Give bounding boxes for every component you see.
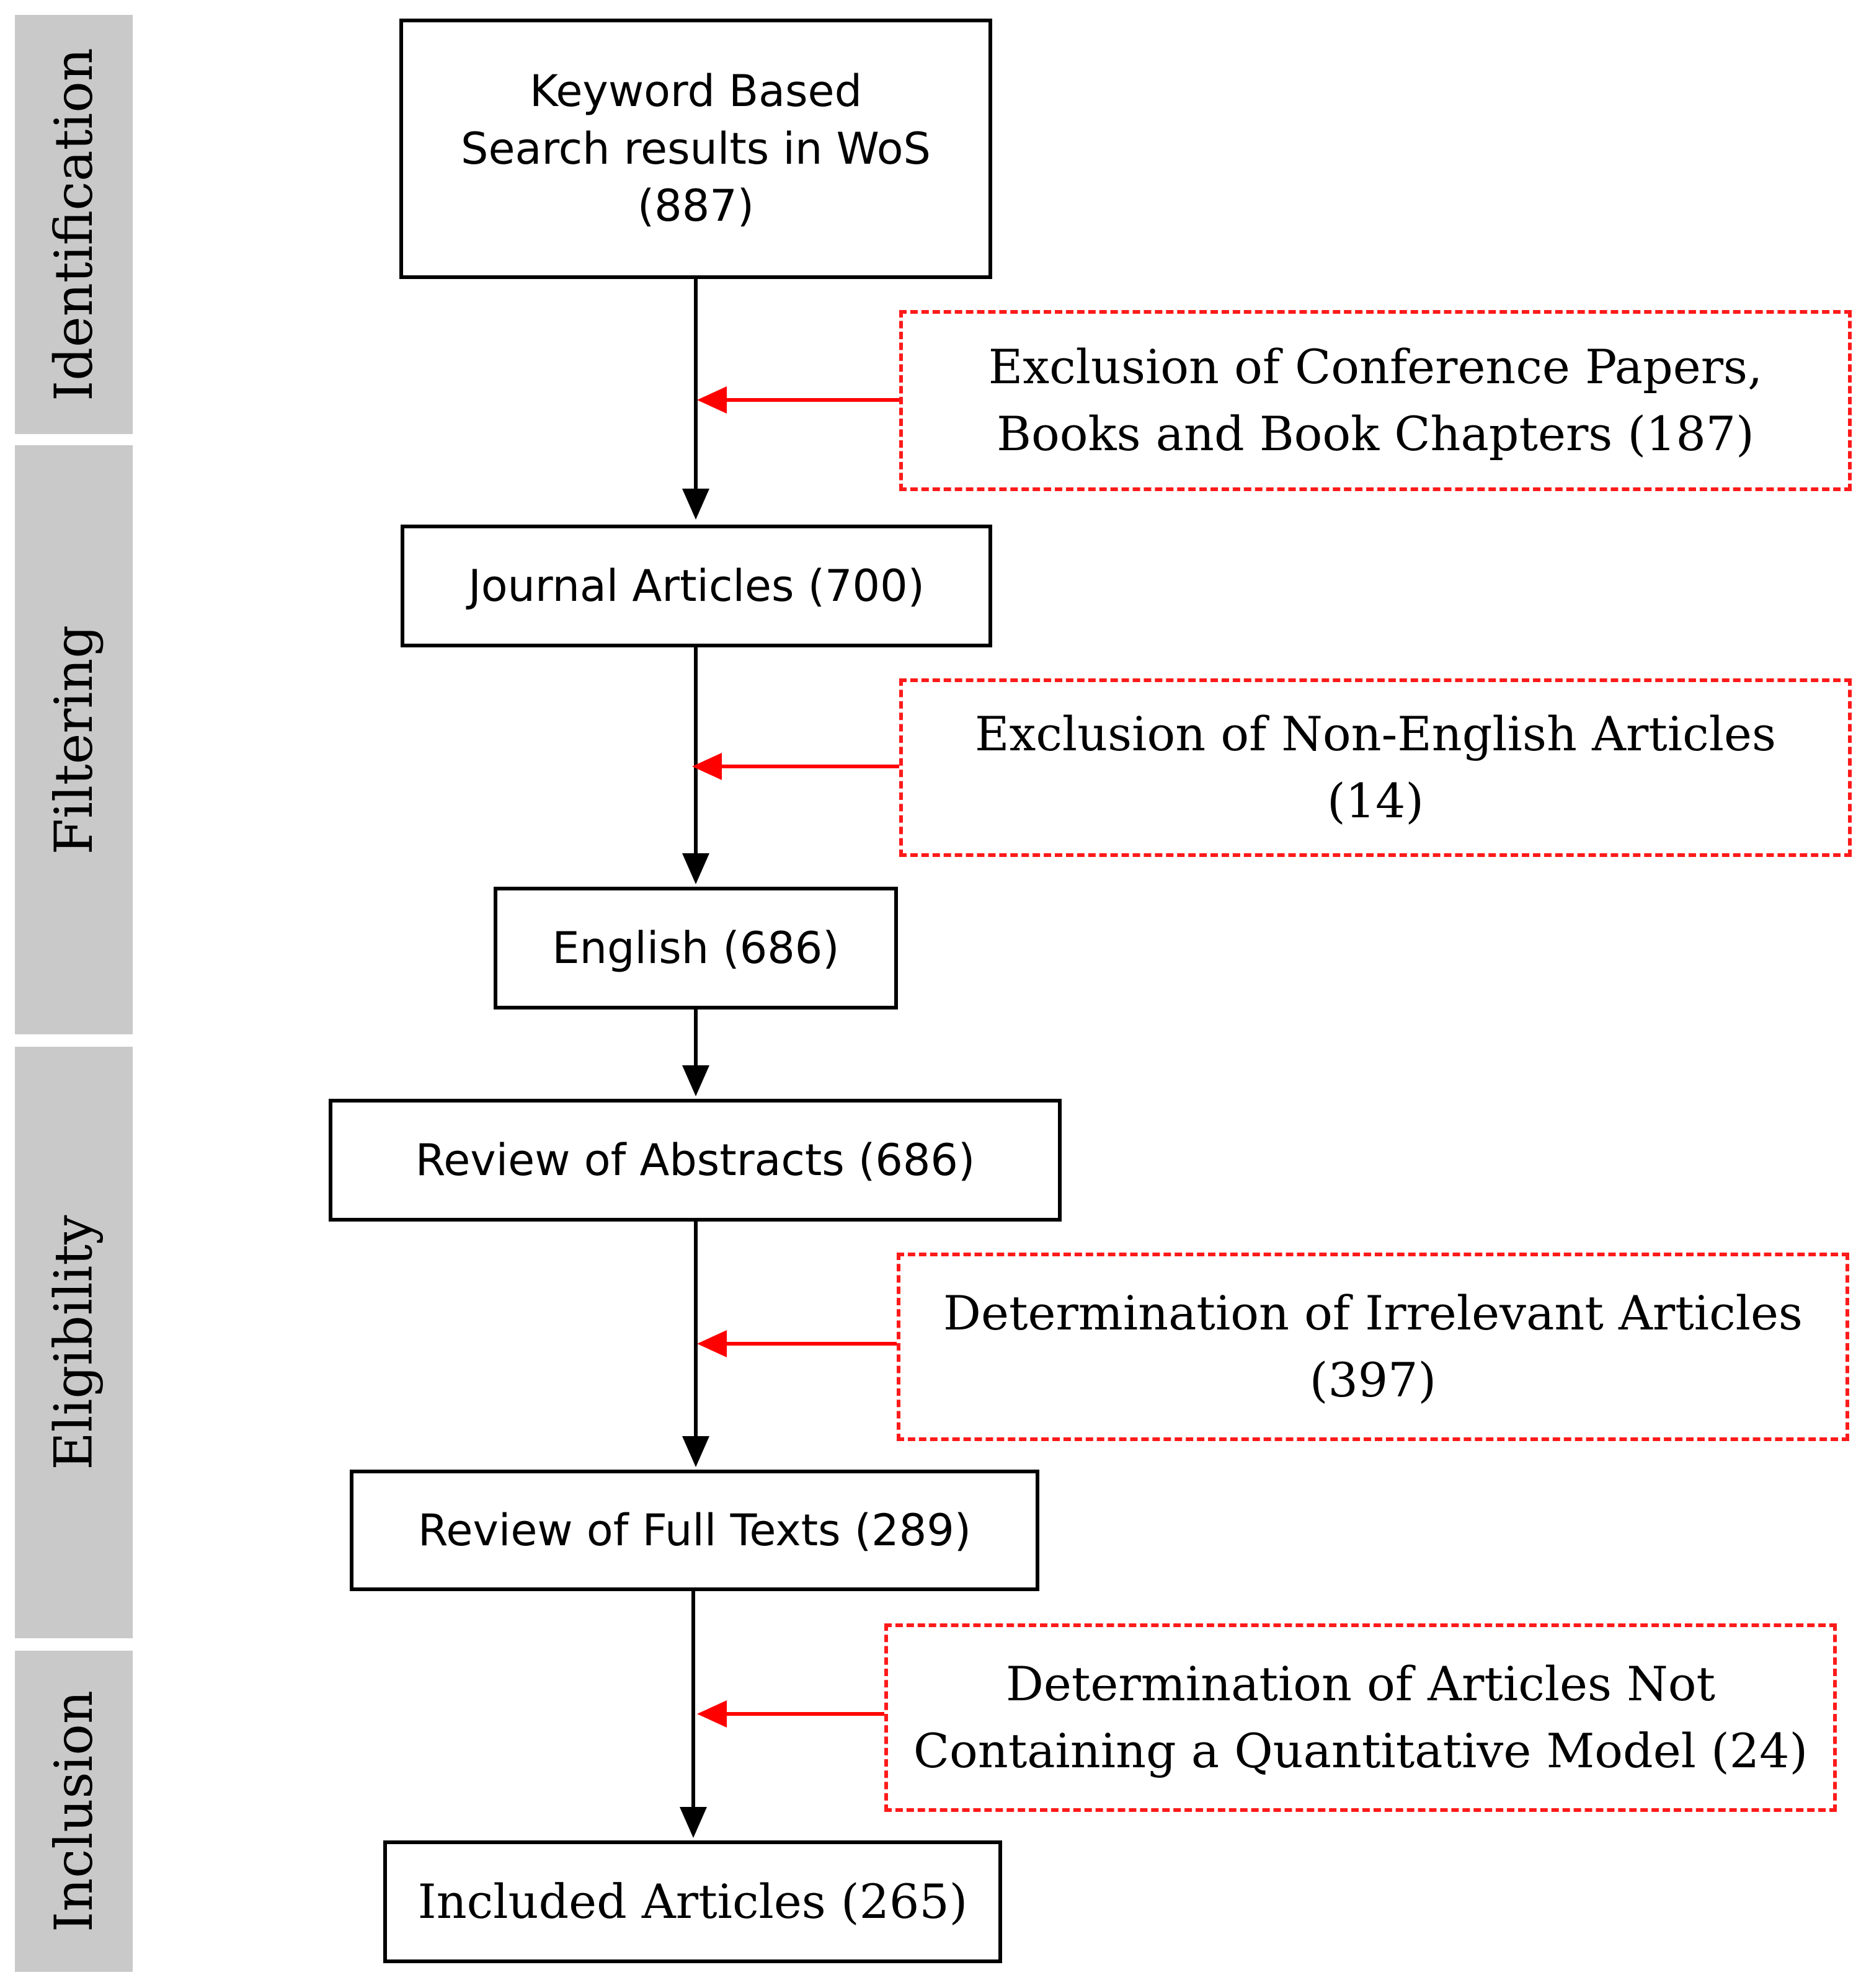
phase-identification: Identification: [15, 15, 133, 434]
review-abstracts-label: Review of Abstracts (686): [415, 1134, 975, 1186]
exclusion-non-english-line1: Exclusion of Non-English Articles: [975, 706, 1776, 762]
main-flow-arrows: [680, 279, 709, 1838]
keyword-search-line2: Search results in WoS: [461, 123, 931, 174]
keyword-search-count: (887): [637, 180, 755, 232]
exclusion-conference-box: Exclusion of Conference Papers, Books an…: [899, 310, 1852, 491]
keyword-search-box: Keyword Based Search results in WoS (887…: [399, 19, 992, 279]
exclusion-no-quant-model-line1: Determination of Articles Not: [1005, 1656, 1715, 1712]
phase-inclusion: Inclusion: [15, 1651, 133, 1972]
included-articles-box: Included Articles (265): [383, 1840, 1002, 1963]
review-abstracts-box: Review of Abstracts (686): [329, 1099, 1062, 1222]
exclusion-irrelevant-line2: (397): [1309, 1352, 1437, 1408]
exclusion-conference-line2: Books and Book Chapters (187): [997, 406, 1754, 461]
keyword-search-line1: Keyword Based: [529, 66, 863, 117]
exclusion-irrelevant-line1: Determination of Irrelevant Articles: [943, 1285, 1803, 1341]
english-label: English (686): [552, 922, 840, 974]
exclusion-non-english-box: Exclusion of Non-English Articles (14): [899, 678, 1852, 857]
phase-filtering: Filtering: [15, 445, 133, 1034]
exclusion-non-english-line2: (14): [1326, 773, 1424, 828]
exclusion-no-quant-model-box: Determination of Articles Not Containing…: [884, 1623, 1837, 1812]
phase-eligibility: Eligibility: [15, 1047, 133, 1638]
exclusion-no-quant-model-line2: Containing a Quantitative Model (24): [913, 1723, 1808, 1778]
journal-articles-box: Journal Articles (700): [401, 525, 992, 647]
exclusion-arrows: [692, 386, 899, 1728]
review-full-texts-box: Review of Full Texts (289): [350, 1470, 1039, 1591]
journal-articles-label: Journal Articles (700): [468, 560, 925, 611]
review-full-texts-label: Review of Full Texts (289): [417, 1504, 972, 1556]
exclusion-conference-line1: Exclusion of Conference Papers,: [988, 339, 1763, 395]
included-articles-label: Included Articles (265): [417, 1873, 968, 1929]
exclusion-irrelevant-box: Determination of Irrelevant Articles (39…: [897, 1253, 1849, 1441]
english-box: English (686): [494, 887, 898, 1010]
